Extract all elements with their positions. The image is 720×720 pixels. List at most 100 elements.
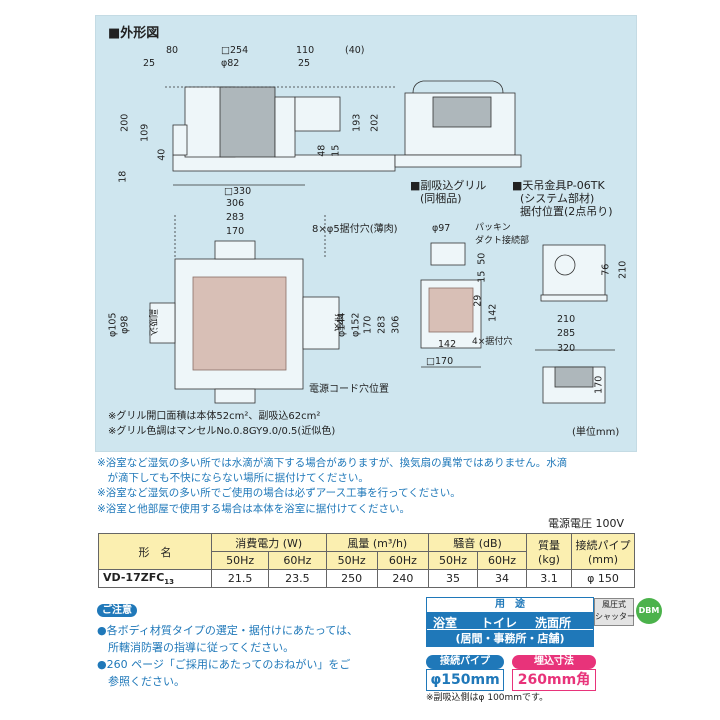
col-air-60hz: 60Hz — [376, 551, 430, 570]
dim-330: □330 — [224, 186, 252, 197]
sub-intake-label: 副吸込 — [147, 308, 158, 337]
dim-50: 50 — [476, 252, 488, 265]
front-view-drawing — [165, 86, 396, 186]
dim-210h: 210 — [557, 314, 576, 325]
hanger-position-label: 据付位置(2点吊り) — [520, 205, 613, 218]
col-power: 消費電力 (W) — [211, 533, 327, 552]
warning-line: ※浴室など湿気の多い所では水滴が滴下する場合がありますが、換気扇の異常ではありま… — [97, 457, 568, 469]
holes-label: 4×据付穴 — [472, 337, 513, 347]
col-power-50hz: 50Hz — [210, 551, 270, 570]
dim-193: 193 — [351, 113, 363, 132]
dim-phi152: φ152 — [350, 312, 362, 337]
dim-254: □254 — [221, 45, 249, 56]
dim-142v: 142 — [487, 303, 499, 322]
noise-60-cell: 34 — [477, 569, 527, 588]
warning-line: が滴下しても不快にならない場所に据付けてください。 — [97, 472, 369, 485]
caution-text: ●各ボディ材質タイプの選定・据付けにあたっては、 所轄消防署の指導に従ってくださ… — [97, 624, 359, 689]
hanger-sub-label: (システム部材) — [520, 192, 595, 205]
dim-110: 110 — [296, 45, 315, 56]
pipe-cell: φ 150 — [571, 569, 635, 588]
dim-48: 48 — [316, 144, 328, 157]
packing-label: パッキン — [475, 223, 511, 233]
col-mass: 質量(kg) — [526, 533, 572, 570]
dim-18: 18 — [117, 170, 129, 183]
mass-cell: 3.1 — [526, 569, 572, 588]
spec-table: 形 名 消費電力 (W) 風量 (m³/h) 騒音 (dB) 質量(kg) 接続… — [98, 533, 635, 588]
col-model: 形 名 — [98, 533, 212, 570]
grille-color-note: ※グリル色調はマンセルNo.0.8GY9.0/0.5(近似色) — [108, 426, 336, 437]
section-title: ■外形図 — [108, 26, 160, 41]
dim-170sq: □170 — [426, 356, 454, 367]
table-row: VD-17ZFC13 21.5 23.5 250 240 35 34 3.1 φ… — [98, 569, 635, 588]
noise-50-cell: 35 — [428, 569, 479, 588]
dim-phi98: φ98 — [119, 315, 131, 334]
power-60-cell: 23.5 — [268, 569, 327, 588]
dim-phi97: φ97 — [432, 223, 451, 234]
usage-box: 用 途 浴室 トイレ 洗面所 (居間・事務所・店舗) — [426, 597, 594, 647]
usage-items: 浴室 トイレ 洗面所 — [427, 612, 593, 630]
dim-phi82: φ82 — [221, 58, 240, 69]
side-view-drawing — [394, 80, 522, 168]
grille-area-note: ※グリル開口面積は本体52cm²、副吸込62cm² — [108, 411, 321, 422]
col-noise-60hz: 60Hz — [477, 551, 527, 570]
dim-142h: 142 — [438, 339, 457, 350]
col-power-60hz: 60Hz — [268, 551, 327, 570]
power-voltage-label: 電源電圧 100V — [548, 517, 625, 530]
usage-item-bath: 浴室 — [433, 616, 458, 630]
usage-sub: (居間・事務所・店舗) — [427, 629, 593, 647]
dim-170h: 170 — [593, 375, 605, 394]
dim-15g: 15 — [476, 270, 488, 283]
duct-label: ダクト接続部 — [475, 236, 530, 246]
dim-phi105: φ105 — [107, 312, 119, 337]
footnote: ※副吸込側はφ 100mmです。 — [426, 693, 549, 703]
warning-line: ※浴室と他部屋で使用する場合は本体を浴室に据付けてください。 — [97, 502, 410, 515]
hanger-label: ■天吊金具P-06TK — [512, 179, 605, 192]
air-60-cell: 240 — [376, 569, 430, 588]
dim-76: 76 — [600, 263, 612, 276]
model-cell: VD-17ZFC13 — [98, 569, 212, 588]
warning-line: ※浴室など湿気の多い所でご使用の場合は必ずアース工事を行ってください。 — [97, 487, 461, 500]
dim-29: 29 — [472, 294, 484, 307]
col-air-50hz: 50Hz — [325, 551, 378, 570]
dim-285: 285 — [557, 328, 576, 339]
shutter-badge: 風圧式 シャッター — [594, 598, 635, 626]
pipe-badge-label: 接続パイプ — [426, 655, 504, 669]
unit-label: (単位mm) — [572, 427, 620, 438]
grille-sub-label: (同梱品) — [420, 192, 462, 205]
size-badge-label: 埋込寸法 — [512, 655, 596, 669]
size-badge-value: 260mm角 — [512, 669, 596, 691]
dim-40v: 40 — [156, 148, 168, 161]
usage-item-toilet: トイレ — [481, 616, 518, 630]
air-50-cell: 250 — [325, 569, 378, 588]
plan-view-drawing — [149, 215, 340, 404]
dim-40: (40) — [345, 45, 365, 56]
dim-320: 320 — [557, 343, 576, 354]
dim-306v: 306 — [390, 315, 402, 334]
dim-15: 15 — [330, 144, 342, 157]
usage-item-washroom: 洗面所 — [535, 616, 572, 630]
dim-170: 170 — [226, 226, 245, 237]
col-noise-50hz: 50Hz — [428, 551, 479, 570]
dim-283: 283 — [226, 212, 245, 223]
grille-view-drawing — [420, 242, 482, 368]
caution-title: ご注意 — [97, 604, 137, 617]
hanger-view-drawing — [535, 244, 615, 404]
grille-label: ■副吸込グリル — [410, 179, 487, 192]
col-airflow: 風量 (m³/h) — [325, 533, 430, 552]
dbm-badge: DBM — [636, 598, 662, 624]
dim-202: 202 — [369, 113, 381, 132]
col-pipe: 接続パイプ(mm) — [571, 533, 635, 570]
dim-283v: 283 — [376, 315, 388, 334]
exhaust-label: 排気 — [332, 313, 343, 332]
dim-109: 109 — [139, 123, 151, 142]
col-noise: 騒音 (dB) — [428, 533, 527, 552]
power-50-cell: 21.5 — [210, 569, 270, 588]
dim-200: 200 — [119, 113, 131, 132]
pipe-badge-value: φ150mm — [426, 669, 504, 691]
usage-header: 用 途 — [495, 599, 525, 610]
dim-25b: 25 — [298, 58, 311, 69]
mounting-hole-label: 8×φ5据付穴(薄肉) — [312, 224, 398, 235]
dim-80: 80 — [166, 45, 179, 56]
cord-hole-label: 電源コード穴位置 — [309, 384, 389, 395]
outline-drawings — [149, 80, 615, 404]
